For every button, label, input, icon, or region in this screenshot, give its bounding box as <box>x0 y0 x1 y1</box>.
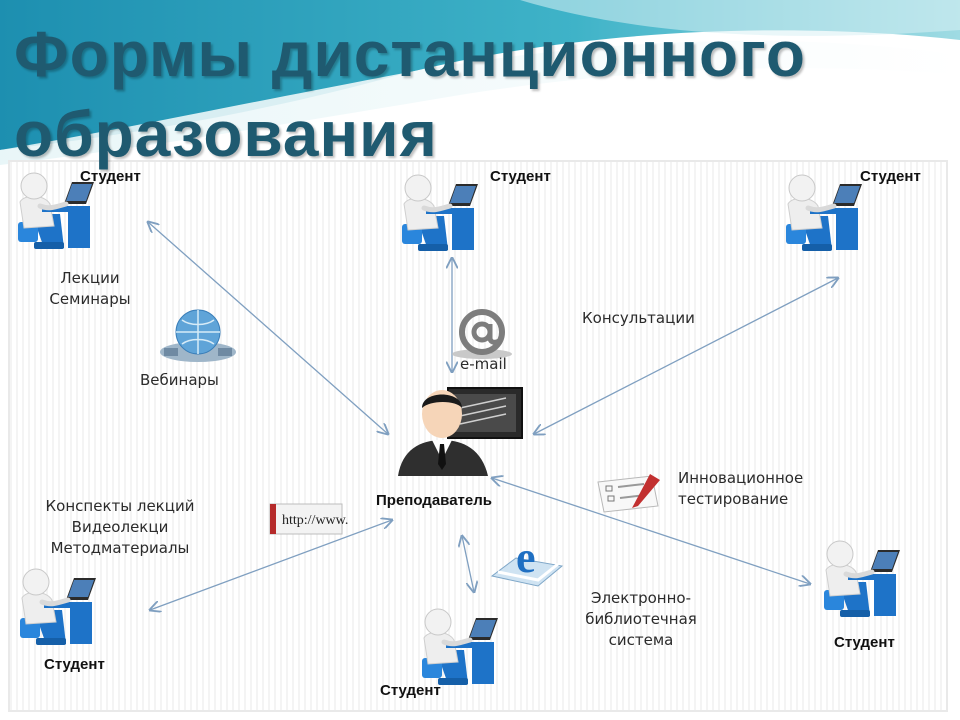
student-label-top-left: Студент <box>80 168 141 185</box>
connection-arrows <box>148 222 838 610</box>
webinar-globe-icon <box>160 309 236 362</box>
arrow-bottom-left <box>150 520 392 610</box>
page-title: Формы дистанционного образования <box>14 14 806 174</box>
label-methods: Методматериалы <box>50 539 190 557</box>
student-icon <box>402 175 478 251</box>
svg-text:e: e <box>516 533 536 582</box>
label-elibrary-line1: Электронно- <box>591 589 691 607</box>
label-lectures-seminars: Лекции Семинары <box>30 268 150 310</box>
http-banner-icon <box>269 503 343 535</box>
student-label-bottom-center: Студент <box>380 682 441 699</box>
label-lectures: Лекции <box>60 269 120 287</box>
teacher-label: Преподаватель <box>376 492 492 509</box>
email-at-icon <box>452 309 512 359</box>
title-line-1: Формы дистанционного <box>14 18 806 90</box>
title-banner <box>0 0 960 165</box>
label-elibrary-line2: библиотечная <box>585 610 697 628</box>
arrow-top-right <box>534 278 838 434</box>
label-testing-line2: тестирование <box>678 490 789 508</box>
student-icon <box>20 569 96 645</box>
label-http: http://www. <box>282 513 349 528</box>
label-elibrary: Электронно- библиотечная система <box>566 588 716 651</box>
label-testing: Инновационное тестирование <box>678 468 803 510</box>
label-notes: Конспекты лекций <box>45 497 195 515</box>
label-webinars: Вебинары <box>140 371 219 389</box>
title-line-2: образования <box>14 98 438 170</box>
student-label-top-center: Студент <box>490 168 551 185</box>
label-consultations: Консультации <box>582 309 695 327</box>
arrow-bottom-right <box>492 478 810 584</box>
student-icon <box>824 541 900 617</box>
student-icon <box>422 609 498 685</box>
student-label-top-right: Студент <box>860 168 921 185</box>
label-email: e-mail <box>460 355 507 373</box>
label-testing-line1: Инновационное <box>678 469 804 487</box>
test-checklist-icon <box>597 474 660 513</box>
teacher-icon <box>398 387 523 476</box>
label-elibrary-line3: система <box>608 631 674 649</box>
arrow-bottom-center <box>462 536 474 592</box>
student-icon <box>786 175 862 251</box>
label-seminars: Семинары <box>49 290 131 308</box>
student-label-bottom-right: Студент <box>834 634 895 651</box>
student-label-bottom-left: Студент <box>44 656 105 673</box>
e-library-icon: e <box>490 533 564 587</box>
label-materials: Конспекты лекций Видеолекци Методматериа… <box>20 496 220 559</box>
label-video-lectures: Видеолекци <box>71 518 169 536</box>
arrow-top-left <box>148 222 388 434</box>
